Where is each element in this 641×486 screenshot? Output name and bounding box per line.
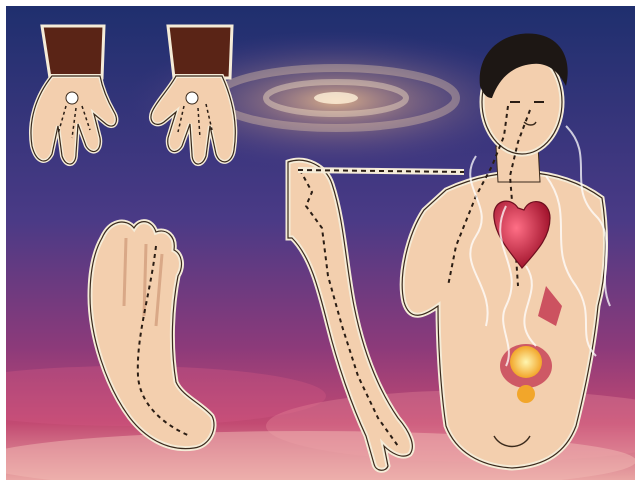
meridian-illustration — [6, 6, 635, 480]
